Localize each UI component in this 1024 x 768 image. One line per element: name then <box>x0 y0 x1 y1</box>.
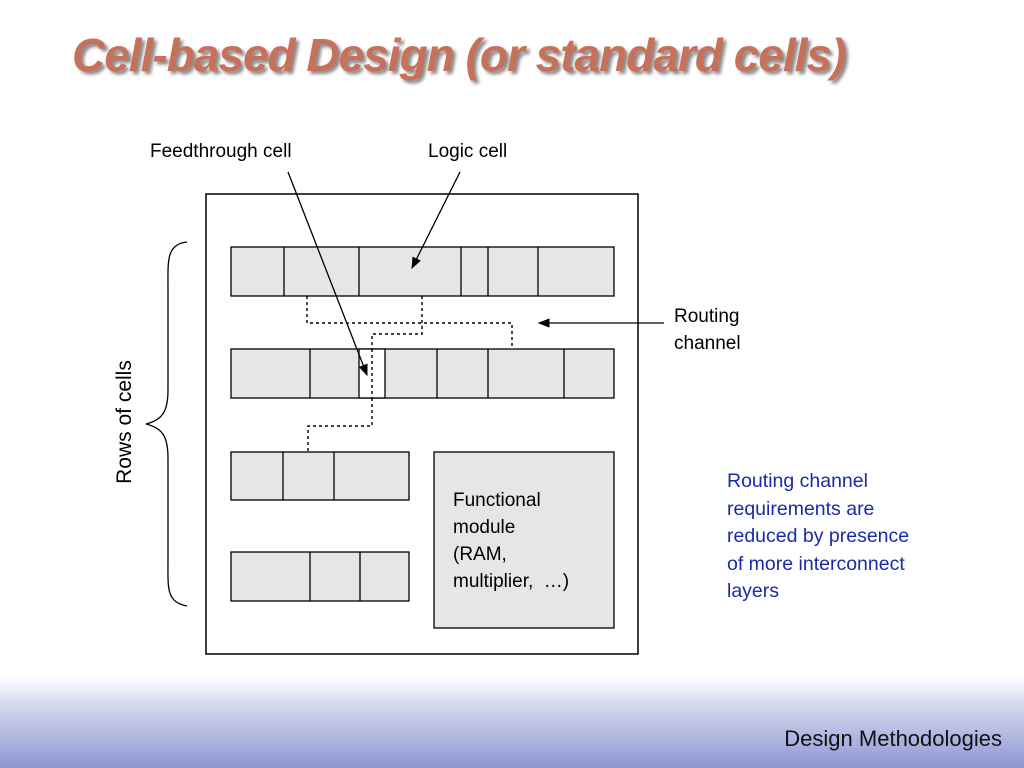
routing-note-line: layers <box>727 580 780 602</box>
cell-row-1-frame <box>230 246 615 297</box>
rows-brace <box>145 241 188 607</box>
routing-wires <box>306 296 513 452</box>
cell-row-3-frame <box>230 451 410 501</box>
routing-note-line: reduced by presence <box>727 525 910 547</box>
footer-label: Design Methodologies <box>784 726 1002 751</box>
routing-note-line: of more interconnect <box>727 552 905 575</box>
cell-row-4 <box>230 551 410 602</box>
cell-row-2 <box>230 348 615 399</box>
cell-row-4-frame <box>230 551 410 602</box>
routing-note: Routing channel requirements are reduced… <box>727 468 957 606</box>
routing-channel-label: Routing channel <box>674 306 745 354</box>
cell-row-1 <box>230 246 615 297</box>
routing-wire-3 <box>307 398 373 452</box>
cell-row-3 <box>230 451 410 501</box>
routing-note-line: Routing channel <box>727 470 868 492</box>
functional-module-box <box>433 451 615 629</box>
cell-row-2-frame <box>230 348 615 399</box>
logic-cell-label: Logic cell <box>428 141 507 162</box>
rows-of-cells-label: Rows of cells <box>113 360 136 484</box>
feedthrough-cell-label: Feedthrough cell <box>150 141 292 162</box>
routing-wire-1 <box>306 296 513 349</box>
routing-wire-2 <box>371 296 423 349</box>
logic-cell-pointer-arrow <box>411 171 461 270</box>
feedthrough-pointer-arrow <box>287 171 368 377</box>
footer-band <box>0 676 1024 768</box>
functional-module-label: Functional module (RAM, multiplier, …) <box>453 490 569 592</box>
routing-note-line: requirements are <box>727 497 875 520</box>
slide-title: Cell-based Design (or standard cells) <box>72 29 846 81</box>
